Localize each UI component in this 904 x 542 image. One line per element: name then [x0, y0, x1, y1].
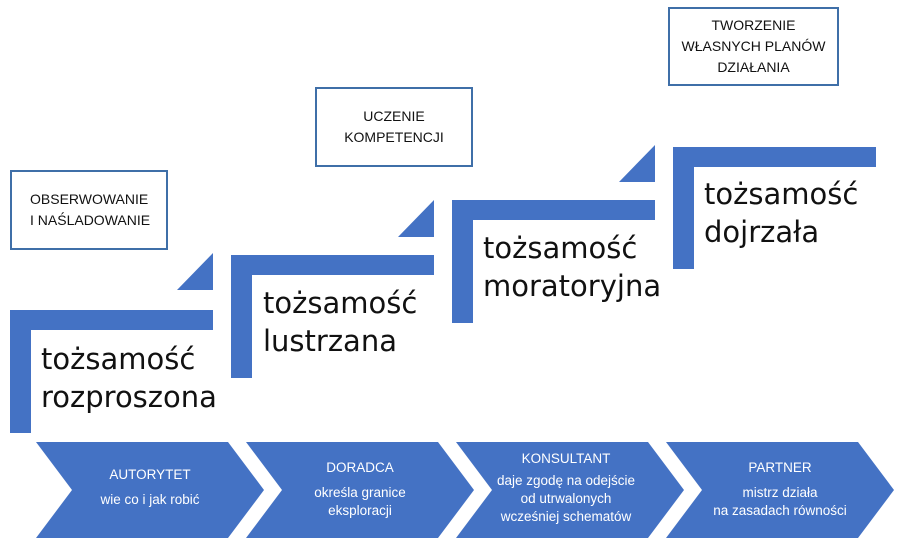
chevron-4-title: PARTNER	[748, 460, 812, 475]
phase-box-1-line-1: OBSERWOWANIE	[30, 191, 149, 207]
chevron-3	[456, 442, 684, 538]
phase-box-3-line-2: WŁASNYCH PLANÓW	[681, 38, 826, 54]
chevron-4-line-1: mistrz działa	[742, 485, 818, 500]
chevron-2	[246, 442, 474, 538]
step-label-1-line-2: rozproszona	[41, 380, 217, 414]
phase-box-2-line-2: KOMPETENCJI	[344, 129, 444, 145]
step-bar-4	[673, 147, 876, 269]
phase-box-1-line-2: I NAŚLADOWANIE	[30, 212, 151, 228]
step-label-2: tożsamość lustrzana	[263, 284, 417, 360]
step-label-1-line-1: tożsamość	[41, 342, 196, 376]
chevron-4	[666, 442, 894, 538]
chevron-2-line-2: eksploracji	[328, 503, 392, 518]
step-label-2-line-2: lustrzana	[263, 324, 397, 358]
chevron-1-title: AUTORYTET	[109, 467, 191, 482]
step-label-4: tożsamość dojrzała	[704, 175, 858, 251]
step-corner-3	[619, 145, 655, 182]
step-label-3: tożsamość moratoryjna	[483, 229, 661, 305]
chevron-3-text: KONSULTANT daje zgodę na odejście od utr…	[486, 450, 646, 526]
phase-box-3-line-3: DZIAŁANIA	[717, 59, 790, 75]
phase-box-3-line-1: TWORZENIE	[711, 17, 796, 33]
step-bar-3	[452, 200, 655, 323]
step-bar-1	[10, 310, 213, 433]
chevron-3-line-1: daje zgodę na odejście	[496, 473, 636, 488]
chevron-3-line-2: od utrwalonych	[520, 491, 612, 506]
chevron-1	[36, 442, 264, 538]
step-label-3-line-2: moratoryjna	[483, 269, 662, 303]
chevron-4-line-2: na zasadach równości	[713, 503, 847, 518]
chevron-1-line-1: wie co i jak robić	[100, 492, 200, 507]
chevron-1-text: AUTORYTET wie co i jak robić	[72, 466, 228, 509]
phase-box-2: UCZENIE KOMPETENCJI	[315, 87, 473, 167]
step-corner-2	[398, 200, 434, 237]
chevron-4-text: PARTNER mistrz działa na zasadach równoś…	[698, 459, 862, 520]
chevron-2-line-1: określa granice	[314, 485, 406, 500]
phase-box-2-line-1: UCZENIE	[363, 108, 425, 124]
step-label-2-line-1: tożsamość	[263, 286, 418, 320]
step-corner-1	[177, 253, 213, 290]
step-label-4-line-1: tożsamość	[704, 177, 859, 211]
step-label-4-line-2: dojrzała	[704, 215, 820, 249]
step-label-1: tożsamość rozproszona	[41, 340, 217, 416]
step-bar-2	[231, 255, 434, 378]
step-label-3-line-1: tożsamość	[483, 231, 638, 265]
chevron-3-line-3: wcześniej schematów	[500, 509, 632, 524]
chevron-2-title: DORADCA	[326, 460, 394, 475]
chevron-2-text: DORADCA określa granice eksploracji	[282, 459, 438, 520]
chevron-3-title: KONSULTANT	[521, 451, 611, 466]
phase-box-3: TWORZENIE WŁASNYCH PLANÓW DZIAŁANIA	[668, 7, 839, 86]
phase-box-1: OBSERWOWANIE I NAŚLADOWANIE	[10, 170, 168, 250]
